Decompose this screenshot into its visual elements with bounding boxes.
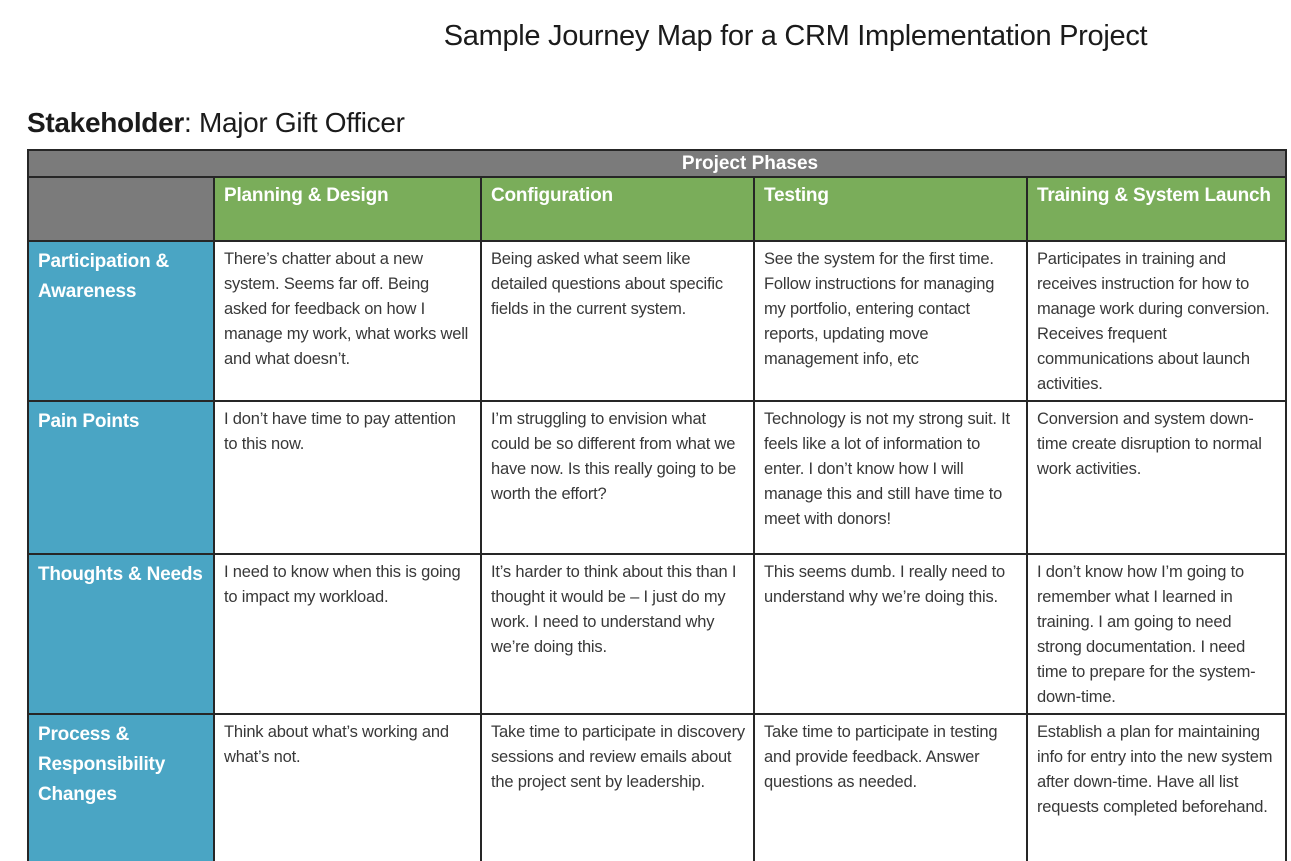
journey-cell: Participates in training and receives in… [1025,240,1288,402]
journey-cell: I don’t have time to pay attention to th… [213,400,482,555]
table-row-process-responsibility-changes: Process & Responsibility Changes Think a… [27,713,1288,861]
journey-cell: Technology is not my strong suit. It fee… [753,400,1028,555]
journey-cell: This seems dumb. I really need to unders… [753,553,1028,715]
column-header-training-system-launch: Training & System Launch [1025,176,1288,242]
stakeholder-heading: Stakeholder: Major Gift Officer [27,107,1291,139]
stakeholder-value: : Major Gift Officer [183,107,405,138]
row-header-process-responsibility-changes: Process & Responsibility Changes [27,713,215,861]
table-row-participation-awareness: Participation & Awareness There’s chatte… [27,240,1288,402]
journey-cell: I need to know when this is going to imp… [213,553,482,715]
column-header-row: Planning & Design Configuration Testing … [27,176,1288,242]
page-title-container: Sample Journey Map for a CRM Implementat… [0,0,1291,53]
column-header-configuration: Configuration [480,176,755,242]
journey-cell: There’s chatter about a new system. Seem… [213,240,482,402]
column-header-planning-design: Planning & Design [213,176,482,242]
journey-cell: Think about what’s working and what’s no… [213,713,482,861]
stakeholder-label: Stakeholder [27,107,184,138]
journey-cell: Take time to participate in discovery se… [480,713,755,861]
page-title: Sample Journey Map for a CRM Implementat… [443,20,1148,52]
corner-cell [27,176,215,242]
journey-cell: I’m struggling to envision what could be… [480,400,755,555]
phase-band-row: Project Phases [26,149,1288,178]
journey-cell: See the system for the first time. Follo… [753,240,1028,402]
journey-cell: It’s harder to think about this than I t… [480,553,755,715]
journey-map-table: Project Phases Planning & Design Configu… [26,149,1288,861]
row-header-thoughts-needs: Thoughts & Needs [27,553,215,715]
journey-cell: I don’t know how I’m going to remember w… [1025,553,1288,715]
journey-cell: Conversion and system down-time create d… [1025,400,1288,555]
table-row-thoughts-needs: Thoughts & Needs I need to know when thi… [27,553,1288,715]
journey-cell: Take time to participate in testing and … [753,713,1028,861]
row-header-pain-points: Pain Points [27,400,215,555]
row-header-participation-awareness: Participation & Awareness [27,240,215,402]
phase-band: Project Phases [26,149,1288,178]
journey-cell: Establish a plan for maintaining info fo… [1025,713,1288,861]
column-header-testing: Testing [753,176,1028,242]
table-row-pain-points: Pain Points I don’t have time to pay att… [27,400,1288,555]
journey-cell: Being asked what seem like detailed ques… [480,240,755,402]
